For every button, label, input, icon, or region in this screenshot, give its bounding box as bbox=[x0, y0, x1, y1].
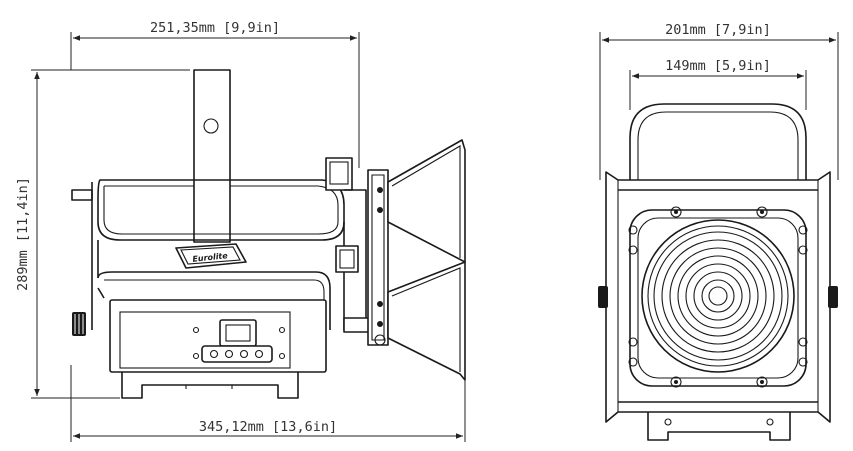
control-panel bbox=[192, 319, 286, 363]
front-view: 201mm [7,9in] 149mm [5,9in] bbox=[598, 22, 839, 441]
control-button bbox=[254, 349, 264, 359]
display-screen bbox=[219, 319, 257, 347]
control-button bbox=[209, 349, 219, 359]
dimension-side-length: 345,12mm [13,6in] bbox=[70, 365, 466, 442]
brand-label: Eurolite bbox=[192, 251, 229, 264]
dimension-side-width: 251,35mm [9,9in] bbox=[70, 20, 360, 168]
side-view: 251,35mm [9,9in] 289mm [11,4in] 345,12mm… bbox=[15, 20, 466, 442]
dimension-side-height: 289mm [11,4in] bbox=[15, 69, 190, 399]
fresnel-lens bbox=[641, 219, 795, 373]
front-lens-label: 149mm [5,9in] bbox=[665, 58, 771, 74]
control-button bbox=[239, 349, 249, 359]
dimension-front-lens: 149mm [5,9in] bbox=[629, 58, 807, 110]
control-button bbox=[224, 349, 234, 359]
side-height-label: 289mm [11,4in] bbox=[15, 177, 31, 291]
side-width-label: 251,35mm [9,9in] bbox=[150, 20, 280, 36]
right-tilt-knob bbox=[828, 286, 838, 308]
front-base bbox=[647, 412, 791, 441]
left-tilt-knob bbox=[598, 286, 608, 308]
yoke-bracket bbox=[193, 69, 231, 243]
brand-badge: Eurolite bbox=[175, 243, 247, 269]
frame-screws bbox=[628, 206, 808, 388]
front-barn-doors bbox=[325, 139, 466, 381]
dimension-front-width: 201mm [7,9in] bbox=[599, 22, 839, 180]
yoke-knob-hole bbox=[203, 118, 219, 134]
front-width-label: 201mm [7,9in] bbox=[665, 22, 771, 38]
yoke-handle bbox=[629, 103, 807, 190]
side-length-label: 345,12mm [13,6in] bbox=[199, 419, 337, 435]
